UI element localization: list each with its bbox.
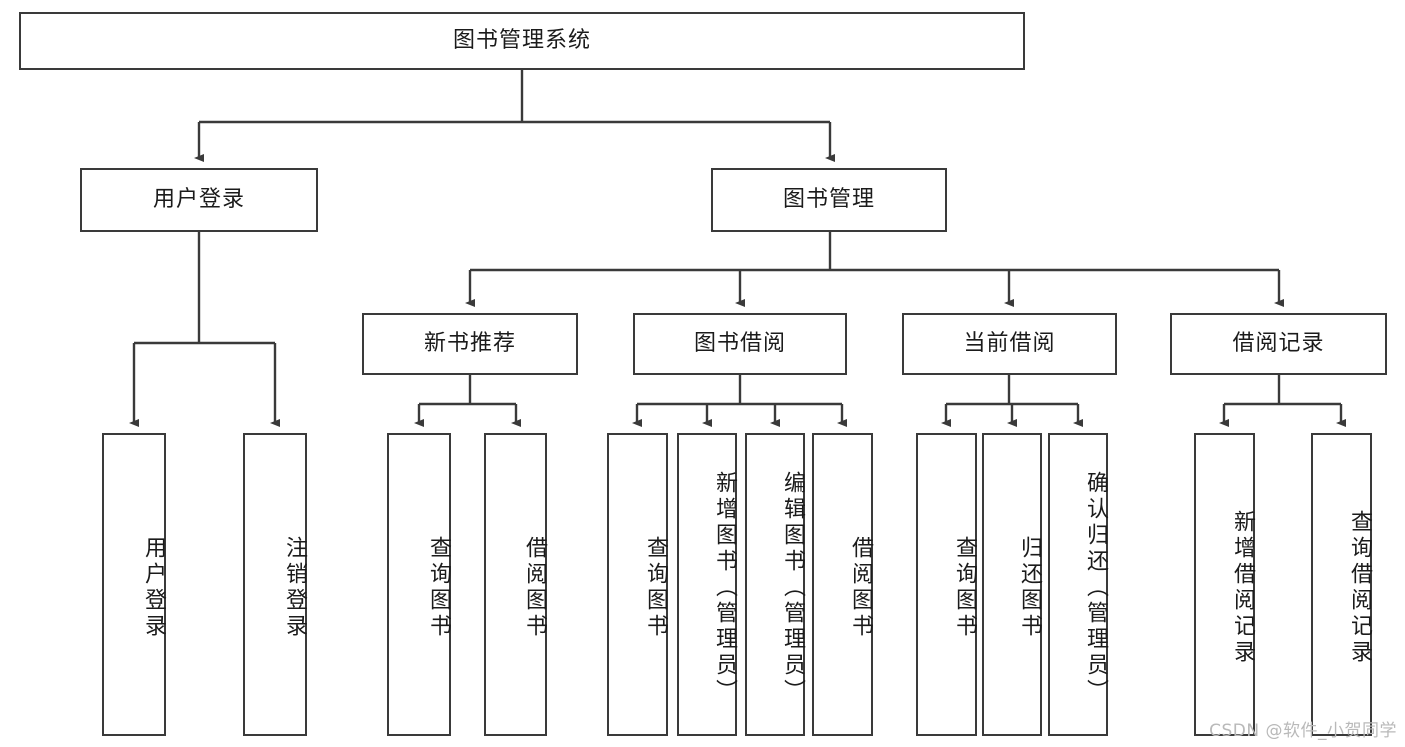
node-leaf-add-borrow-record[interactable]: 新增借阅记录 — [1194, 433, 1255, 736]
node-new-book-recommend[interactable]: 新书推荐 — [362, 313, 578, 375]
edges-borrow-to-leaves — [632, 375, 847, 427]
node-book-management[interactable]: 图书管理 — [711, 168, 947, 232]
node-root-system[interactable]: 图书管理系统 — [19, 12, 1025, 70]
node-leaf-return-book[interactable]: 归还图书 — [982, 433, 1042, 736]
edges-root-to-level2 — [194, 70, 835, 162]
node-leaf-add-book-admin[interactable]: 新增图书（管理员） — [677, 433, 737, 736]
node-book-borrow[interactable]: 图书借阅 — [633, 313, 847, 375]
node-leaf-user-login[interactable]: 用户登录 — [102, 433, 166, 736]
node-leaf-edit-book-admin[interactable]: 编辑图书（管理员） — [745, 433, 805, 736]
edges-newbook-to-leaves — [414, 375, 521, 427]
node-leaf-borrow-book[interactable]: 借阅图书 — [812, 433, 873, 736]
edges-bookmgmt-to-level3 — [465, 232, 1284, 307]
node-leaf-query-borrow-record[interactable]: 查询借阅记录 — [1311, 433, 1372, 736]
edges-userlogin-to-leaves — [129, 232, 280, 427]
watermark-label: CSDN @软件_小贺同学 — [1209, 721, 1397, 741]
node-leaf-confirm-return-admin[interactable]: 确认归还（管理员） — [1048, 433, 1108, 736]
node-user-login[interactable]: 用户登录 — [80, 168, 318, 232]
node-borrow-records[interactable]: 借阅记录 — [1170, 313, 1387, 375]
node-leaf-query-book-newbook[interactable]: 查询图书 — [387, 433, 451, 736]
node-leaf-query-book-current[interactable]: 查询图书 — [916, 433, 977, 736]
edges-records-to-leaves — [1219, 375, 1346, 427]
node-current-borrow[interactable]: 当前借阅 — [902, 313, 1117, 375]
node-leaf-borrow-book-newbook[interactable]: 借阅图书 — [484, 433, 547, 736]
node-leaf-query-book-borrow[interactable]: 查询图书 — [607, 433, 668, 736]
edges-current-to-leaves — [941, 375, 1083, 427]
node-leaf-logout[interactable]: 注销登录 — [243, 433, 307, 736]
